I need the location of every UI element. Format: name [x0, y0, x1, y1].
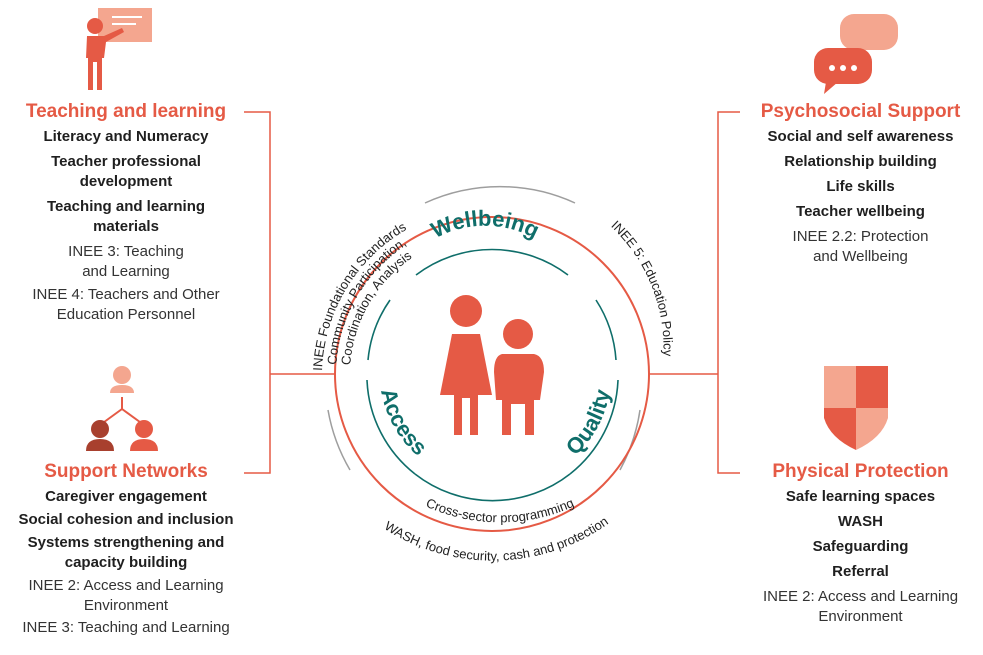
bottom-teal-arc	[414, 473, 571, 502]
physical-item: Safeguarding	[812, 538, 909, 555]
physical-section: Physical Protection Safe learning spaces…	[738, 460, 983, 630]
psychosocial-item: Life skills	[826, 178, 895, 195]
teaching-section: Teaching and learning Literacy and Numer…	[0, 100, 252, 328]
teaching-item: Teacher professional development	[51, 153, 201, 190]
psychosocial-item: Relationship building	[784, 153, 937, 170]
shield-icon	[824, 366, 888, 450]
physical-item: WASH	[838, 513, 883, 530]
physical-title: Physical Protection	[772, 461, 949, 482]
teaching-ref: INEE 4: Teachers and Other Education Per…	[32, 286, 220, 323]
physical-ref: INEE 2: Access and Learning Environment	[762, 588, 959, 625]
teacher-board-icon	[86, 8, 152, 90]
psychosocial-item: Social and self awareness	[767, 128, 954, 145]
access-label: Access	[376, 386, 432, 460]
teaching-item: Teaching and learning materials	[46, 198, 206, 235]
right-arc-caption: INEE 5: Education Policy	[608, 217, 675, 357]
support-ref: INEE 3: Teaching and Learning	[22, 619, 230, 636]
physical-item: Referral	[832, 563, 889, 580]
top-grey-arc	[424, 185, 576, 204]
support-item: Systems strengthening and capacity build…	[27, 534, 225, 571]
two-people-icon	[440, 295, 544, 435]
upper-left-teal-arc	[367, 299, 391, 361]
support-item: Social cohesion and inclusion	[18, 511, 234, 528]
support-title: Support Networks	[44, 461, 208, 482]
psychosocial-ref: INEE 2.2: Protection and Wellbeing	[792, 228, 929, 265]
psychosocial-item: Teacher wellbeing	[796, 203, 925, 220]
bottom-arc-line-1: Cross-sector programming	[424, 495, 576, 525]
physical-item: Safe learning spaces	[785, 488, 936, 505]
right-grey-arc	[619, 409, 641, 471]
network-people-icon	[86, 366, 158, 451]
psychosocial-title: Psychosocial Support	[760, 101, 961, 122]
support-section: Support Networks Caregiver engagement So…	[0, 460, 252, 641]
access-arc	[366, 379, 416, 475]
quality-arc	[569, 379, 619, 475]
wellbeing-label: Wellbeing	[427, 206, 543, 243]
quality-label: Quality	[561, 386, 615, 459]
support-item: Caregiver engagement	[45, 488, 207, 505]
support-ref: INEE 2: Access and Learning Environment	[28, 577, 224, 614]
psychosocial-section: Psychosocial Support Social and self awa…	[738, 100, 983, 270]
teaching-item: Literacy and Numeracy	[43, 128, 209, 145]
teaching-title: Teaching and learning	[25, 101, 227, 122]
outer-circle	[334, 216, 650, 532]
speech-bubbles-icon	[814, 14, 898, 94]
left-grey-arc	[327, 409, 351, 471]
wellbeing-arc	[415, 248, 569, 276]
teaching-ref: INEE 3: Teaching and Learning	[68, 243, 184, 280]
upper-right-teal-arc	[595, 299, 617, 361]
